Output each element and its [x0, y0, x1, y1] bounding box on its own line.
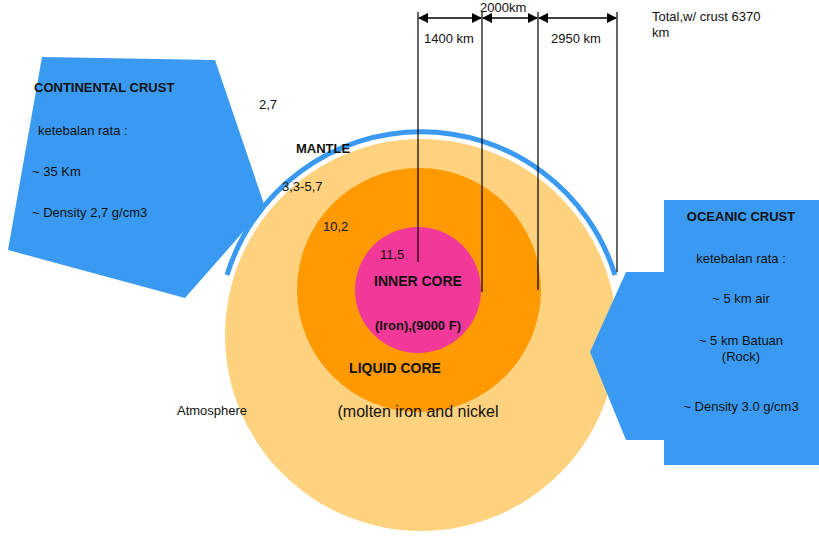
- layer-note: ketebalan rata :: [38, 123, 188, 139]
- diagram-label: 2,7: [259, 97, 289, 113]
- layer-title: MANTLE: [296, 141, 376, 157]
- diagram-label: 2950 km: [551, 31, 613, 47]
- layer-note: (Iron),(9000 F): [362, 318, 474, 334]
- diagram-label: Atmosphere: [177, 403, 267, 419]
- layer-note: ~ 5 km air: [666, 291, 816, 307]
- layer-title: LIQUID CORE: [335, 360, 455, 377]
- layer-title: CONTINENTAL CRUST: [34, 80, 204, 96]
- mantle-layer: MANTLELIQUID CORE(molten iron and nickel…: [225, 139, 617, 531]
- layer-note: ketebalan rata :: [666, 251, 816, 267]
- continental-crust-arrow: CONTINENTAL CRUST ketebalan rata : ~ 35 Km…: [5, 50, 270, 302]
- layer-note: (molten iron and nickel: [298, 402, 538, 421]
- diagram-label: 11,5: [380, 247, 414, 263]
- layer-title: OCEANIC CRUST: [666, 209, 816, 225]
- dimension-arrows: [419, 17, 616, 19]
- diagram-label: 1400 km: [424, 31, 480, 47]
- layer-note: ~ Density 3.0 g/cm3: [664, 399, 818, 415]
- dimension-verticals: [418, 12, 617, 292]
- layer-note: ~ 5 km Batuan (Rock): [686, 333, 796, 364]
- diagram-label: Total,w/ crust 6370 km: [652, 9, 762, 40]
- layer-note: ~ 35 Km: [32, 164, 182, 180]
- oceanic-crust-arrow: OCEANIC CRUST ketebalan rata : ~ 5 km air ~…: [588, 200, 819, 465]
- diagram-label: 10,2: [323, 219, 363, 235]
- diagram-label: 3,3-5,7: [282, 179, 342, 195]
- layer-title: INNER CORE: [362, 273, 474, 290]
- diagram-label: 2000km: [480, 0, 540, 16]
- liquid-core: LIQUID CORE(molten iron and nickelINNER …: [297, 168, 541, 412]
- layer-note: ~ Density 2,7 g/cm3: [32, 205, 202, 221]
- oceanic-crust-arrow-shape: [588, 200, 819, 465]
